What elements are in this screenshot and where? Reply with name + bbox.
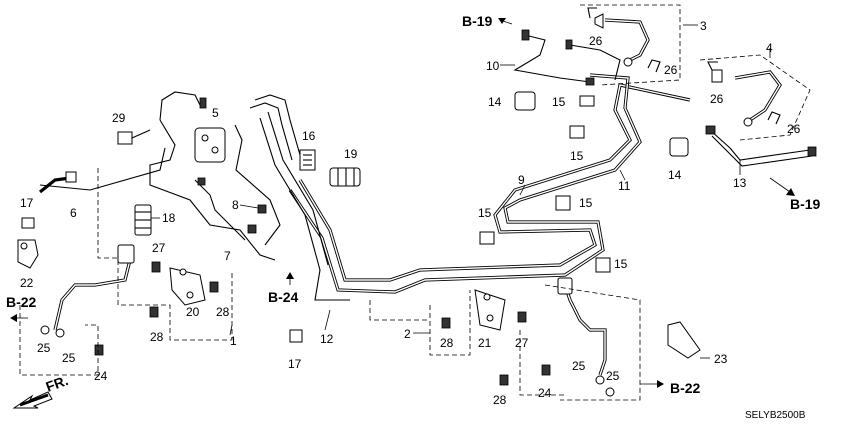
callout-12: 12 [320, 332, 334, 346]
callout-25b: 25 [62, 351, 76, 365]
callout-13: 13 [733, 176, 747, 190]
callout-28d: 28 [493, 393, 507, 407]
ref-b22-left: B-22 [6, 294, 37, 310]
callout-17b: 17 [288, 357, 302, 371]
callout-25d: 25 [606, 369, 620, 383]
part-callouts: 1 2 3 4 5 6 7 8 9 10 11 12 13 14 14 15 1… [20, 19, 801, 407]
clip-17 [21, 217, 303, 343]
brake-hose-4 [711, 69, 782, 127]
callout-26c: 26 [710, 92, 724, 106]
callout-24a: 24 [94, 369, 108, 383]
callout-28c: 28 [440, 336, 454, 350]
callout-8: 8 [232, 198, 239, 212]
callout-25c: 25 [572, 359, 586, 373]
brake-pipe-10 [513, 29, 621, 86]
callout-10: 10 [486, 59, 500, 73]
callout-15c: 15 [478, 206, 492, 220]
callout-15e: 15 [614, 257, 628, 271]
group-outlines [19, 4, 811, 401]
leader-lines [151, 24, 771, 359]
front-direction-indicator: FR. [12, 372, 71, 409]
brake-pipes-upper-left [39, 91, 301, 261]
clip-26 [587, 7, 781, 125]
ref-b24: B-24 [268, 289, 299, 305]
catalog-code: SELYB2500B [745, 410, 806, 421]
callout-1: 1 [230, 334, 237, 348]
clip-16 [299, 149, 316, 171]
ref-b19-top: B-19 [462, 13, 493, 29]
ref-b19-right: B-19 [790, 196, 821, 212]
brake-hose-6 [39, 171, 77, 194]
brake-hose-left-rear [40, 244, 219, 356]
callout-27a: 27 [152, 241, 166, 255]
callout-5: 5 [212, 106, 219, 120]
callout-9: 9 [518, 173, 525, 187]
brake-hose-3 [594, 13, 650, 67]
clamp-19 [329, 167, 361, 187]
callout-19: 19 [344, 147, 358, 161]
callout-20: 20 [186, 305, 200, 319]
callout-21: 21 [478, 336, 492, 350]
bolt-29 [117, 129, 151, 145]
callout-7: 7 [224, 249, 231, 263]
callout-27b: 27 [515, 336, 529, 350]
callout-15b: 15 [570, 149, 584, 163]
callout-11: 11 [618, 179, 631, 193]
brake-hose-right-rear [441, 277, 701, 397]
callout-14b: 14 [668, 168, 682, 182]
callout-18: 18 [162, 211, 176, 225]
clip-15 [479, 95, 611, 273]
front-label: FR. [44, 372, 71, 395]
clip-14 [514, 91, 689, 157]
reference-labels: B-19 B-19 B-22 B-22 B-24 [6, 13, 821, 396]
callout-4: 4 [766, 41, 773, 55]
callout-16: 16 [302, 129, 316, 143]
callout-28a: 28 [216, 305, 230, 319]
brake-pipe-bundle [259, 73, 691, 301]
callout-2: 2 [404, 327, 411, 341]
callout-26a: 26 [589, 34, 603, 48]
callout-15d: 15 [579, 196, 593, 210]
clamp-18 [134, 204, 152, 236]
fittings-7-8 [197, 177, 267, 234]
callout-6: 6 [70, 206, 77, 220]
callout-28b: 28 [150, 330, 164, 344]
three-way-joint-5 [194, 97, 226, 163]
bracket-22 [17, 239, 39, 269]
callout-25a: 25 [37, 341, 51, 355]
callout-3: 3 [700, 19, 707, 33]
callout-15a: 15 [552, 95, 566, 109]
callout-22: 22 [20, 276, 34, 290]
callout-23: 23 [714, 352, 728, 366]
callout-26d: 26 [787, 122, 801, 136]
callout-14a: 14 [488, 95, 502, 109]
ref-b22-bottom: B-22 [670, 380, 701, 396]
callout-26b: 26 [664, 63, 678, 77]
callout-24b: 24 [538, 386, 552, 400]
callout-29: 29 [112, 111, 126, 125]
callout-17a: 17 [20, 196, 34, 210]
brake-pipe-13 [705, 125, 817, 167]
